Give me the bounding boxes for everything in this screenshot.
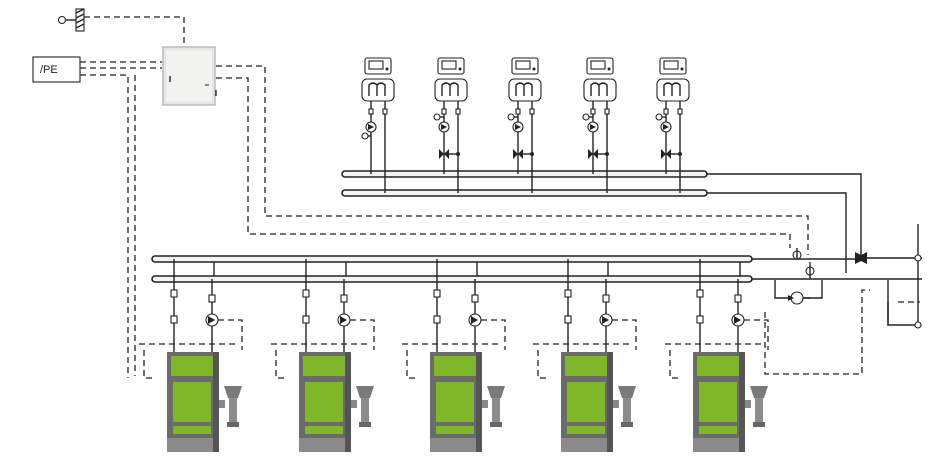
tank-supply-port bbox=[914, 254, 922, 262]
valve-icon bbox=[433, 289, 479, 324]
mixing-valve-icon bbox=[588, 149, 609, 159]
valve-icon bbox=[368, 108, 374, 115]
pump-signal-line bbox=[218, 319, 243, 350]
boiler-3 bbox=[402, 259, 506, 452]
boiler-1 bbox=[139, 259, 243, 452]
temperature-sensor-icon bbox=[582, 113, 593, 121]
pump-icon bbox=[438, 121, 450, 133]
pe-box: /PE bbox=[32, 56, 81, 83]
lower-header-return bbox=[151, 275, 753, 283]
fuel-hopper-icon bbox=[482, 386, 505, 427]
room-controller-icon bbox=[437, 57, 465, 75]
temperature-sensor-icon bbox=[655, 113, 666, 121]
boiler-icon bbox=[299, 352, 351, 452]
valve-icon bbox=[663, 108, 669, 115]
pump-icon bbox=[365, 121, 377, 133]
temperature-sensor-icon bbox=[507, 113, 518, 121]
pump-icon bbox=[512, 121, 524, 133]
pump-signal-line bbox=[481, 319, 506, 350]
radiator-icon bbox=[508, 78, 542, 102]
tank-return-port bbox=[914, 321, 922, 329]
room-controller-icon bbox=[364, 57, 392, 75]
valve-icon bbox=[441, 108, 447, 115]
temperature-sensor-icon bbox=[792, 250, 815, 276]
room-controller-icon bbox=[659, 57, 687, 75]
mixing-valve-icon bbox=[439, 149, 460, 159]
control-panel-icon bbox=[162, 46, 216, 106]
pump-icon bbox=[337, 313, 351, 327]
boiler-5 bbox=[665, 259, 769, 452]
upper-header-supply bbox=[341, 170, 708, 178]
outdoor-sensor bbox=[57, 8, 85, 32]
boiler-icon bbox=[693, 352, 745, 452]
circuit-4 bbox=[582, 57, 617, 193]
valve-icon bbox=[170, 289, 216, 324]
mixing-valve-icon bbox=[513, 149, 534, 159]
valve-icon bbox=[515, 108, 521, 115]
boiler-icon bbox=[167, 352, 219, 452]
valve-icon bbox=[529, 108, 535, 115]
lower-header-supply bbox=[151, 255, 753, 263]
pump-icon bbox=[660, 121, 672, 133]
fuel-hopper-icon bbox=[613, 386, 636, 427]
circuit-1 bbox=[361, 57, 395, 193]
boiler-icon bbox=[430, 352, 482, 452]
circuit-3 bbox=[507, 57, 542, 193]
boiler-signal-bus bbox=[402, 343, 502, 379]
boiler-signal-bus bbox=[139, 343, 239, 379]
valve-icon bbox=[696, 289, 742, 324]
pe-box-label: /PE bbox=[40, 64, 58, 76]
pump-icon bbox=[599, 313, 613, 327]
signal-line-a bbox=[216, 65, 809, 255]
radiator-icon bbox=[656, 78, 690, 102]
circuit-5 bbox=[655, 57, 690, 193]
pump-icon bbox=[205, 313, 219, 327]
mixing-valve-icon bbox=[661, 149, 682, 159]
upper-header-return bbox=[341, 189, 708, 197]
boiler-signal-bus bbox=[665, 343, 765, 379]
boiler-signal-bus bbox=[533, 343, 633, 379]
radiator-icon bbox=[361, 78, 395, 102]
valve-icon bbox=[590, 108, 596, 115]
temperature-sensor-icon bbox=[361, 132, 371, 140]
mixing-valve-icon bbox=[855, 252, 867, 264]
circuit-2 bbox=[433, 57, 468, 193]
main-return-pipe bbox=[707, 192, 847, 273]
pump-icon bbox=[731, 313, 745, 327]
fuel-hopper-icon bbox=[745, 386, 768, 427]
radiator-icon bbox=[583, 78, 617, 102]
main-supply-pipe bbox=[707, 173, 862, 258]
boiler-4 bbox=[533, 259, 637, 452]
pump-icon bbox=[587, 121, 599, 133]
pe-line-3 bbox=[80, 74, 129, 378]
boiler-icon bbox=[561, 352, 613, 452]
boiler-2 bbox=[271, 259, 375, 452]
pump-signal-line bbox=[612, 319, 637, 350]
valve-icon bbox=[382, 108, 388, 115]
sensor-signal-line bbox=[84, 16, 185, 48]
room-controller-icon bbox=[586, 57, 614, 75]
boiler-signal-bus bbox=[271, 343, 371, 379]
fuel-hopper-icon bbox=[351, 386, 374, 427]
signal-line-b bbox=[216, 77, 791, 248]
pump-signal-line bbox=[350, 319, 375, 350]
pump-group-icon bbox=[774, 280, 823, 305]
room-controller-icon bbox=[511, 57, 539, 75]
boilers bbox=[139, 259, 769, 452]
valve-icon bbox=[302, 289, 348, 324]
fuel-hopper-icon bbox=[219, 386, 242, 427]
heating-circuits bbox=[361, 57, 690, 193]
pump-icon bbox=[468, 313, 482, 327]
valve-icon bbox=[455, 108, 461, 115]
tank-side-pipe bbox=[887, 224, 919, 326]
boiler-return-signal bbox=[764, 289, 870, 375]
valve-icon bbox=[604, 108, 610, 115]
valve-icon bbox=[564, 289, 610, 324]
valve-icon bbox=[677, 108, 683, 115]
pump-signal-line bbox=[744, 319, 769, 350]
temperature-sensor-icon bbox=[433, 113, 444, 121]
radiator-icon bbox=[434, 78, 468, 102]
